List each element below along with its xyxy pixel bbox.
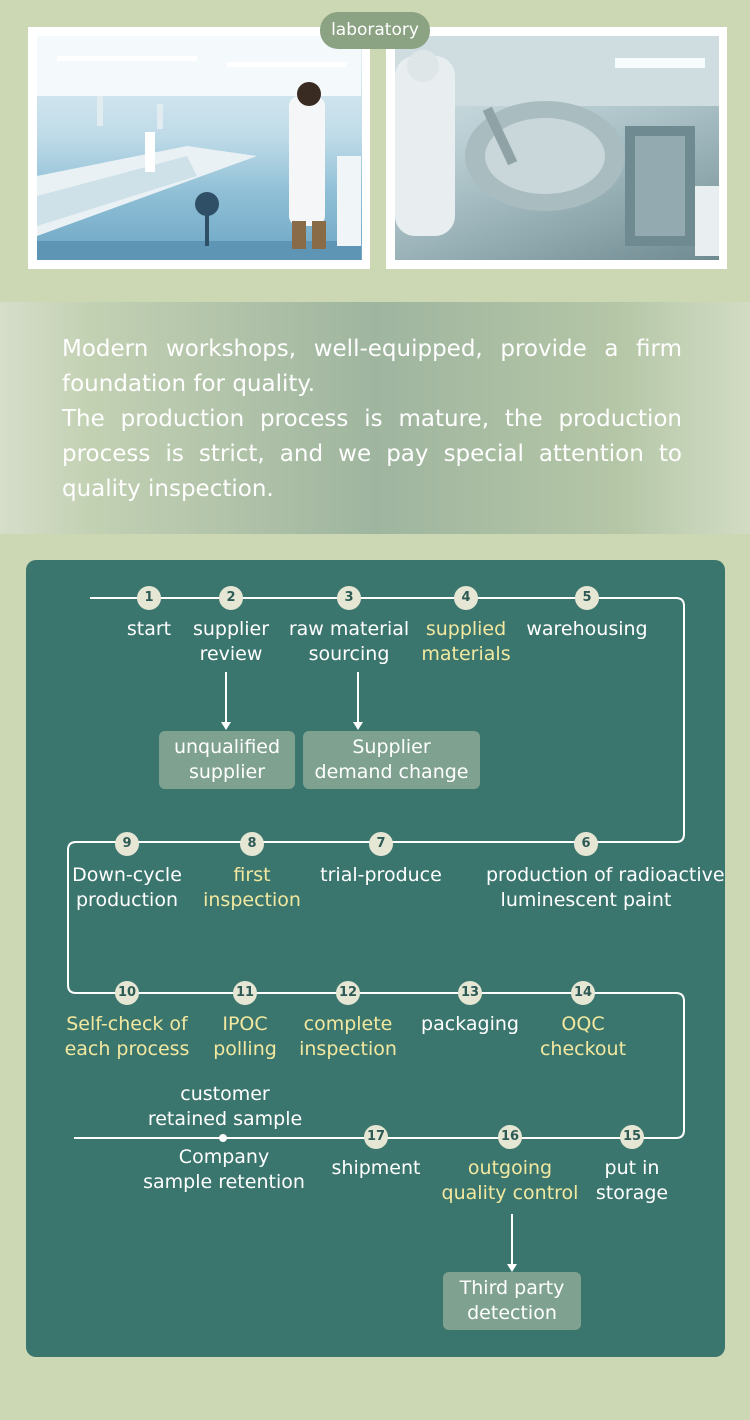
- step-label-14: OQC checkout: [483, 1012, 683, 1062]
- step-number-3: 3: [337, 586, 361, 610]
- step-label-line: shipment: [331, 1157, 421, 1179]
- step-number-14: 14: [571, 981, 595, 1005]
- laboratory-illustration: [37, 36, 361, 260]
- step-label-line: start: [126, 618, 172, 640]
- box-line: supplier: [188, 761, 266, 783]
- step-number-10: 10: [115, 981, 139, 1005]
- step-label-line: OQC: [561, 1013, 605, 1035]
- step-label-line: Self-check of: [66, 1013, 188, 1035]
- step-label-line: inspection: [203, 889, 301, 911]
- step-number-6: 6: [574, 832, 598, 856]
- step-label-line: first: [233, 864, 271, 886]
- step-number-8: 8: [240, 832, 264, 856]
- step-label-line: outgoing: [467, 1157, 553, 1179]
- laboratory-photo: [28, 27, 370, 269]
- step-label-line: supplier: [192, 618, 270, 640]
- step-label-9: Down-cycle production: [27, 863, 227, 913]
- box-line: detection: [467, 1302, 557, 1324]
- box-line: unqualified: [173, 736, 281, 758]
- step-label-line: packaging: [421, 1013, 519, 1035]
- step-label-16: outgoing quality control: [410, 1156, 610, 1206]
- step-label-line: Down-cycle: [72, 864, 182, 886]
- step-label-line: production: [75, 889, 179, 911]
- step-label-line: quality control: [441, 1182, 579, 1204]
- label-line: Company: [178, 1146, 270, 1168]
- step-number-9: 9: [115, 832, 139, 856]
- step-label-line: sourcing: [308, 643, 390, 665]
- company-sample-retention-label: Company sample retention: [124, 1145, 324, 1195]
- box-line: Third party: [459, 1277, 565, 1299]
- step-label-line: IPOC: [222, 1013, 268, 1035]
- step-number-7: 7: [369, 832, 393, 856]
- step-label-line: materials: [421, 643, 511, 665]
- label-line: retained sample: [147, 1108, 303, 1130]
- step-number-2: 2: [219, 586, 243, 610]
- step-number-12: 12: [336, 981, 360, 1005]
- step-label-2: supplier review: [131, 617, 331, 667]
- process-flow-panel: 1 start 2 supplier review 3 raw material sourci…: [26, 560, 725, 1357]
- step-label-8: first inspection: [152, 863, 352, 913]
- unqualified-supplier-box: unqualified supplier: [159, 731, 295, 789]
- step-label-line: inspection: [299, 1038, 397, 1060]
- intro-paragraph-1: Modern workshops, well-equipped, provide…: [62, 336, 682, 397]
- step-label-line: trial-produce: [320, 864, 442, 886]
- step-number-13: 13: [458, 981, 482, 1005]
- supplier-demand-change-box: Supplier demand change: [303, 731, 480, 789]
- intro-paragraph-2: The production process is mature, the pr…: [62, 406, 682, 502]
- step-number-16: 16: [498, 1125, 522, 1149]
- step-label-line: storage: [595, 1182, 669, 1204]
- flow-connector-lines: [67, 597, 685, 1272]
- box-line: Supplier: [352, 736, 431, 758]
- label-line: customer: [180, 1083, 270, 1105]
- step-number-15: 15: [620, 1125, 644, 1149]
- step-number-11: 11: [233, 981, 257, 1005]
- step-label-line: supplied: [425, 618, 507, 640]
- step-label-7: trial-produce: [281, 863, 481, 888]
- step-label-line: complete: [303, 1013, 393, 1035]
- step-label-11: IPOC polling: [145, 1012, 345, 1062]
- step-label-line: luminescent paint: [500, 889, 672, 911]
- step-label-10: Self-check of each process: [27, 1012, 227, 1062]
- step-label-13: packaging: [370, 1012, 570, 1037]
- step-number-5: 5: [575, 586, 599, 610]
- step-label-line: review: [199, 643, 263, 665]
- step-label-line: each process: [64, 1038, 190, 1060]
- step-label-5: warehousing: [487, 617, 687, 642]
- step-label-line: production of radioactive: [486, 864, 725, 886]
- step-label-15: put in storage: [532, 1156, 732, 1206]
- step-label-line: raw material: [288, 618, 410, 640]
- step-label-12: complete inspection: [248, 1012, 448, 1062]
- cleanroom-photo: [386, 27, 727, 269]
- intro-band: Modern workshops, well-equipped, provide…: [0, 302, 750, 534]
- step-label-line: checkout: [539, 1038, 627, 1060]
- label-line: sample retention: [143, 1171, 305, 1193]
- laboratory-badge: laboratory: [320, 12, 430, 49]
- step-number-17: 17: [364, 1125, 388, 1149]
- customer-retained-sample-label: customer retained sample: [125, 1082, 325, 1132]
- step-number-1: 1: [137, 586, 161, 610]
- step-label-3: raw material sourcing: [249, 617, 449, 667]
- third-party-detection-box: Third party detection: [443, 1272, 581, 1330]
- box-line: demand change: [314, 761, 469, 783]
- step-label-4: supplied materials: [366, 617, 566, 667]
- step-number-4: 4: [454, 586, 478, 610]
- step-label-line: polling: [213, 1038, 277, 1060]
- step-label-line: warehousing: [526, 618, 648, 640]
- cleanroom-illustration: [395, 36, 719, 256]
- step-label-line: put in: [604, 1157, 660, 1179]
- step-label-17: shipment: [276, 1156, 476, 1181]
- step-label-1: start: [49, 617, 249, 642]
- step-label-6: production of radioactive luminescent pai…: [486, 863, 725, 913]
